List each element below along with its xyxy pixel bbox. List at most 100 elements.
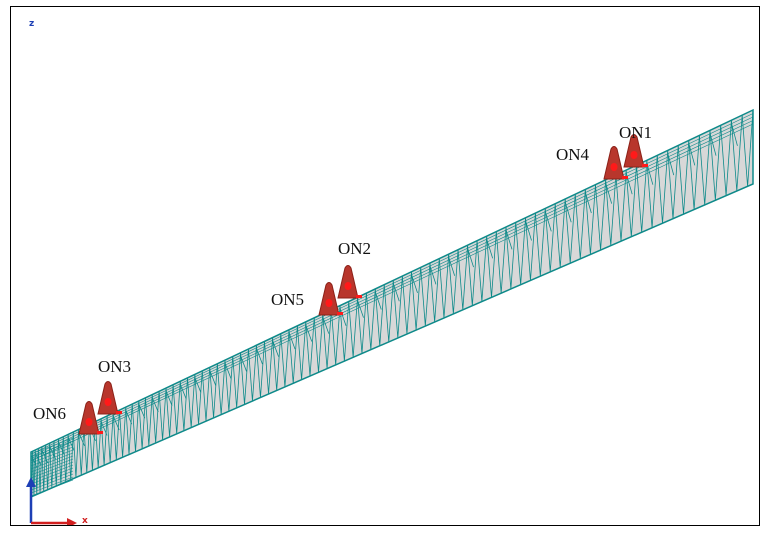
mesh-line [30, 123, 754, 462]
mesh-triangle [383, 280, 394, 342]
mesh-triangle [296, 321, 307, 380]
marker-label: ON6 [33, 404, 66, 423]
mesh-left-end [30, 437, 74, 497]
mesh-triangle [158, 387, 167, 440]
marker-label: ON3 [98, 357, 131, 376]
marker-on4[interactable]: ON4 [556, 145, 628, 180]
x-axis-label: x [82, 516, 88, 526]
marker-on6[interactable]: ON6 [33, 401, 103, 435]
mesh-top-band [30, 113, 754, 462]
mesh-edge [411, 274, 418, 293]
marker-on5[interactable]: ON5 [271, 282, 343, 316]
mesh-triangle [305, 317, 315, 377]
mesh-triangle [94, 418, 102, 468]
mesh-triangle [420, 262, 431, 327]
mesh-triangle [438, 254, 450, 319]
mesh-triangle [429, 258, 440, 323]
mesh-triangle [272, 333, 282, 391]
mesh-line [30, 470, 74, 488]
mesh-triangle [574, 189, 586, 259]
mesh-triangle [106, 413, 114, 463]
mesh-edge [584, 192, 592, 214]
mesh-line [30, 458, 74, 476]
mesh-triangle [232, 352, 241, 408]
mesh-edge [305, 324, 313, 342]
mesh-edge [357, 300, 364, 318]
mesh-triangle [615, 170, 627, 242]
mesh-triangle [625, 165, 637, 237]
z-axis-label: z [29, 19, 35, 29]
mesh-line [30, 440, 74, 458]
mesh-edge [525, 220, 532, 241]
marker-dot-icon [104, 398, 112, 406]
traffic-cone-icon [97, 381, 119, 415]
mesh-edge [224, 362, 232, 379]
mesh-edge [374, 291, 382, 310]
mesh-triangle [179, 377, 188, 431]
mesh-triangle [505, 222, 517, 289]
marker-tick-icon [622, 176, 628, 179]
traffic-cone-icon [337, 265, 359, 299]
mesh-triangle [656, 150, 669, 224]
mesh-triangle [248, 345, 257, 402]
mesh-edge [100, 421, 108, 436]
mesh-triangle [119, 407, 127, 458]
mesh-edge [605, 182, 613, 204]
marker-on3[interactable]: ON3 [97, 357, 131, 415]
traffic-cone-icon [78, 401, 100, 435]
mesh-edge [125, 409, 133, 425]
mesh-line [30, 455, 74, 473]
beam-mesh [30, 108, 754, 499]
mesh-edge [688, 143, 696, 166]
mesh-triangle [34, 448, 39, 495]
mesh-triangle [698, 130, 711, 205]
mesh-triangle [194, 370, 203, 425]
mesh-triangle [209, 363, 218, 418]
mesh-edge [78, 432, 85, 447]
mesh-triangle [224, 356, 234, 412]
mesh-triangle [584, 184, 596, 255]
mesh-triangle [688, 135, 700, 210]
mesh-edge [194, 377, 202, 393]
mesh-triangle [165, 384, 174, 437]
marker-on2[interactable]: ON2 [337, 239, 371, 299]
mesh-edge [138, 403, 146, 419]
mesh-line [30, 449, 74, 467]
mesh-triangle [720, 120, 732, 196]
mesh-triangle [145, 394, 153, 446]
mesh-edge [467, 248, 474, 268]
mesh-line [30, 461, 74, 479]
marker-label: ON4 [556, 145, 590, 164]
marker-dot-icon [630, 151, 638, 159]
mesh-triangle [646, 155, 658, 228]
mesh-triangle [348, 297, 358, 358]
mesh-triangle [525, 213, 536, 281]
marker-on1[interactable]: ON1 [619, 123, 652, 168]
mesh-line [30, 443, 74, 461]
mesh-triangle [53, 438, 59, 487]
mesh-edge [505, 229, 513, 250]
mesh-triangle [280, 329, 290, 387]
mesh-triangle [62, 434, 69, 482]
mesh-triangle [125, 404, 133, 455]
mesh-triangle [495, 226, 507, 294]
mesh-triangle [457, 245, 468, 310]
mesh-triangle [112, 410, 120, 461]
mesh-triangle [467, 240, 478, 306]
mesh-edge [392, 283, 400, 302]
mesh-triangle [72, 429, 79, 478]
marker-tick-icon [337, 312, 343, 315]
mesh-triangle [339, 301, 350, 362]
mesh-triangle [731, 115, 743, 192]
mesh-edge [339, 308, 347, 326]
mesh-edge [151, 397, 159, 413]
mesh-triangle [515, 217, 526, 285]
traffic-cone-icon [318, 282, 340, 316]
mesh-line [30, 479, 74, 497]
mesh-triangle [264, 337, 273, 395]
mesh-edge [486, 239, 494, 259]
mesh-edge [256, 348, 263, 365]
